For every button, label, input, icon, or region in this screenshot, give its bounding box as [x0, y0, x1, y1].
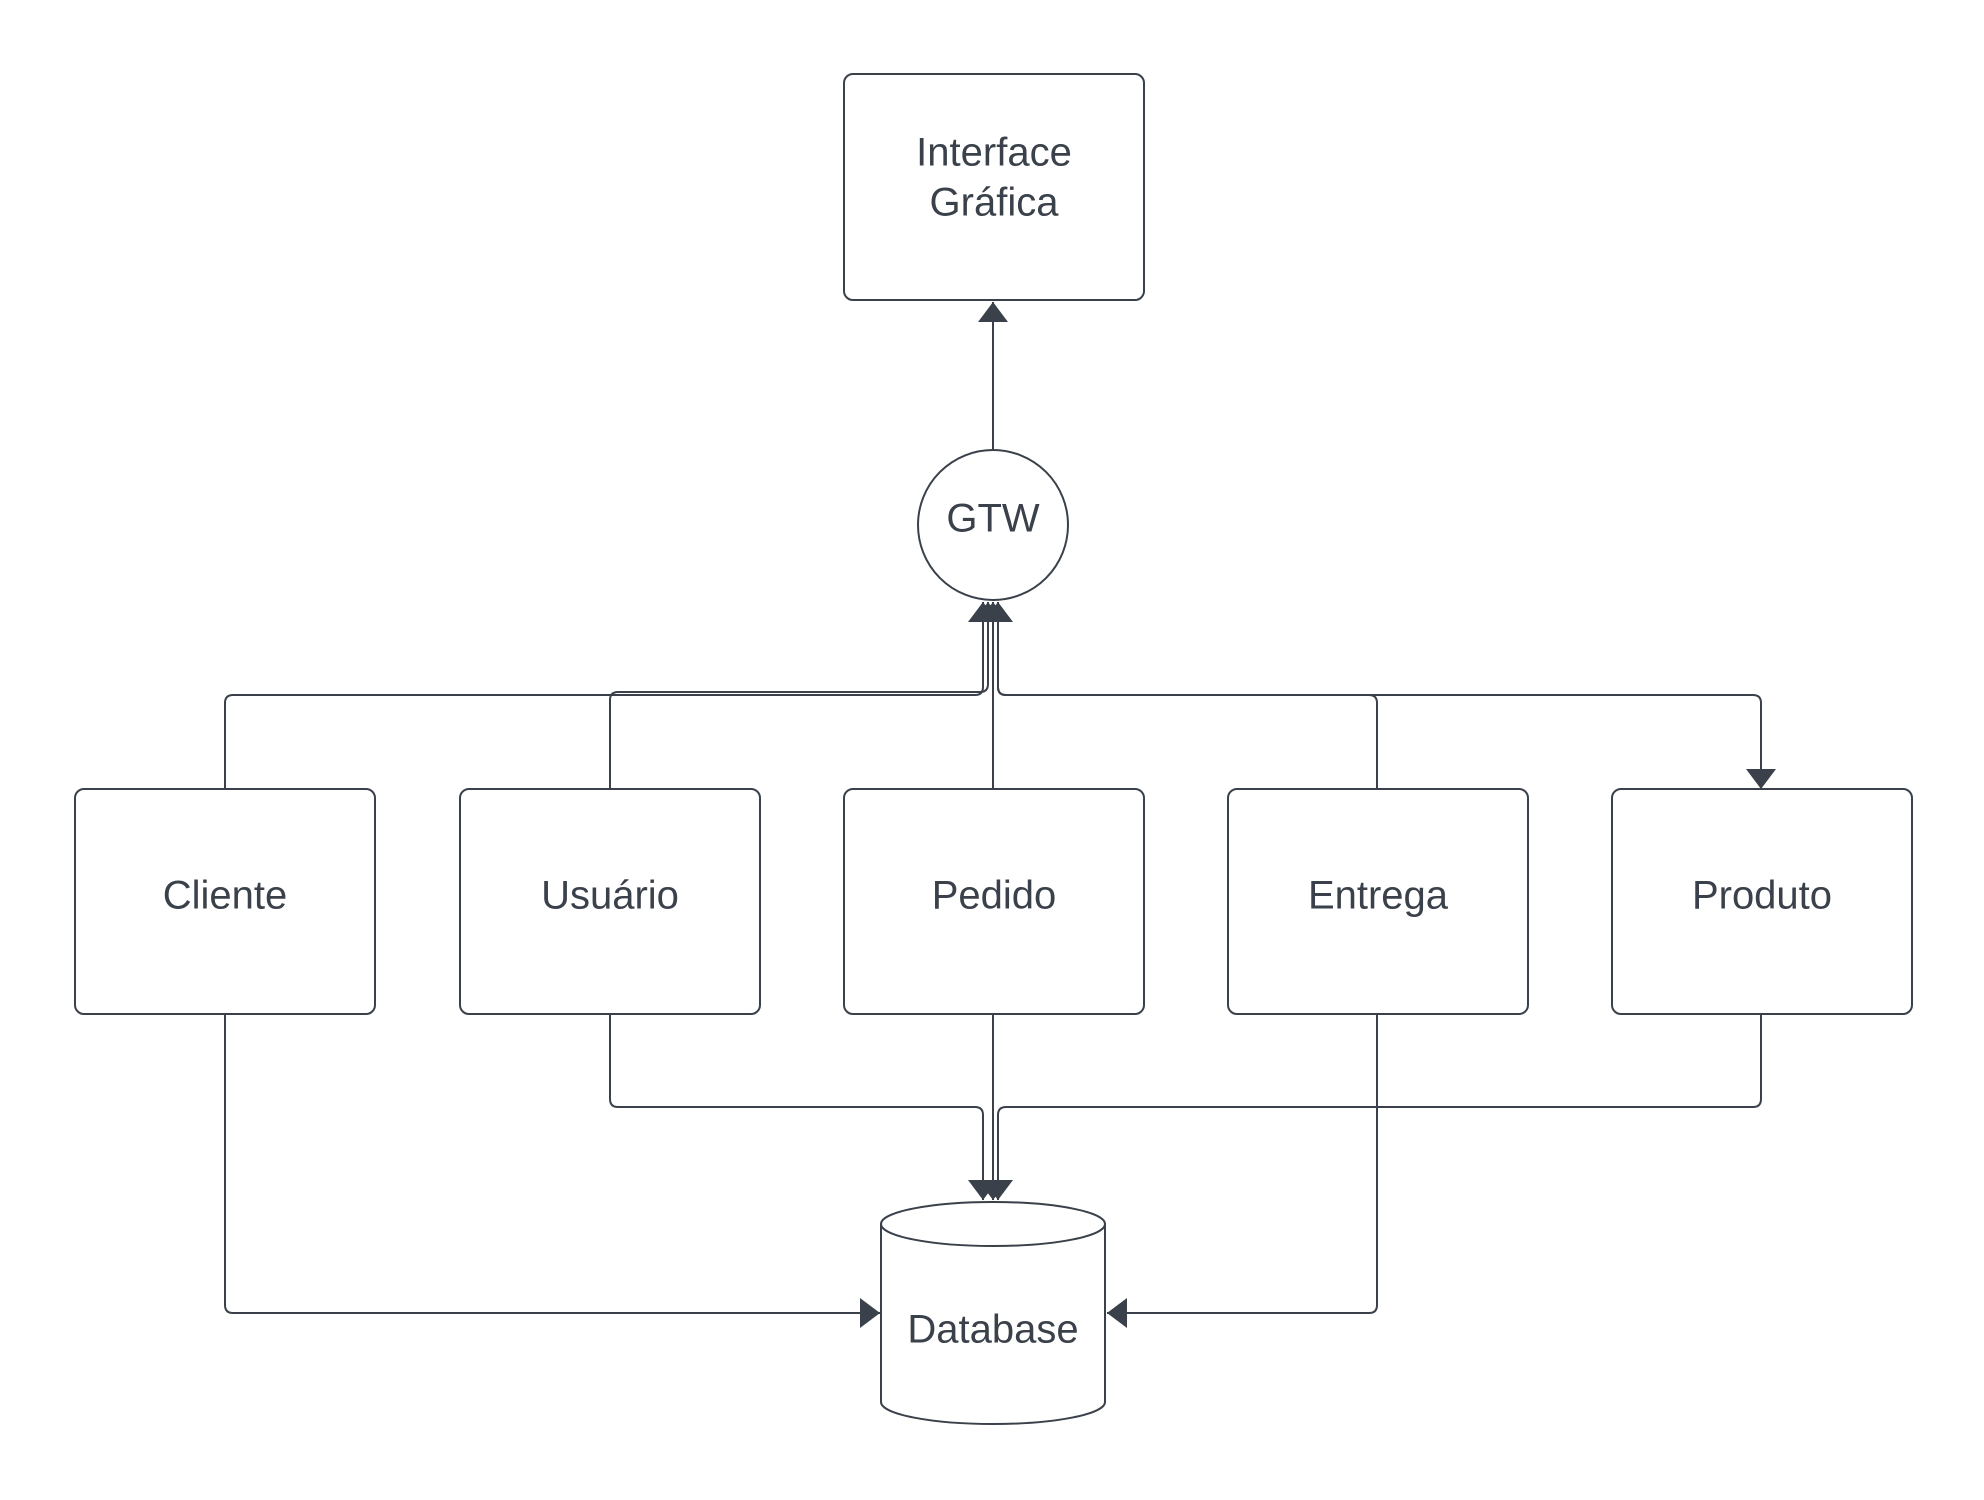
database-node: Database [880, 1201, 1106, 1425]
cliente-node: Cliente [74, 788, 376, 1015]
entrega-node: Entrega [1227, 788, 1529, 1015]
edge-entrega-to-database [1107, 1014, 1378, 1328]
edges [224, 302, 1776, 1328]
produto-label: Produto [1692, 874, 1832, 918]
edge-cliente-to-gateway [224, 602, 998, 789]
interface-grafica-node: Interface Gráfica [843, 73, 1145, 301]
pedido-label: Pedido [932, 874, 1057, 918]
interface-grafica-label-line1: Interface [916, 131, 1072, 175]
usuario-node: Usuário [459, 788, 761, 1015]
interface-grafica-label-line2: Gráfica [930, 181, 1060, 225]
edge-produto-to-database [983, 1014, 1762, 1200]
gateway-node: GTW [917, 449, 1069, 601]
database-label: Database [907, 1308, 1078, 1352]
edge-usuario-to-database [609, 1014, 998, 1200]
edge-gateway-to-produto [997, 602, 1776, 789]
edge-cliente-to-database [224, 1014, 880, 1328]
pedido-node: Pedido [843, 788, 1145, 1015]
edge-usuario-to-gateway [609, 602, 1003, 789]
produto-node: Produto [1611, 788, 1913, 1015]
usuario-label: Usuário [541, 874, 679, 918]
entrega-label: Entrega [1308, 874, 1449, 918]
gateway-label: GTW [946, 497, 1040, 541]
cliente-label: Cliente [163, 874, 288, 918]
